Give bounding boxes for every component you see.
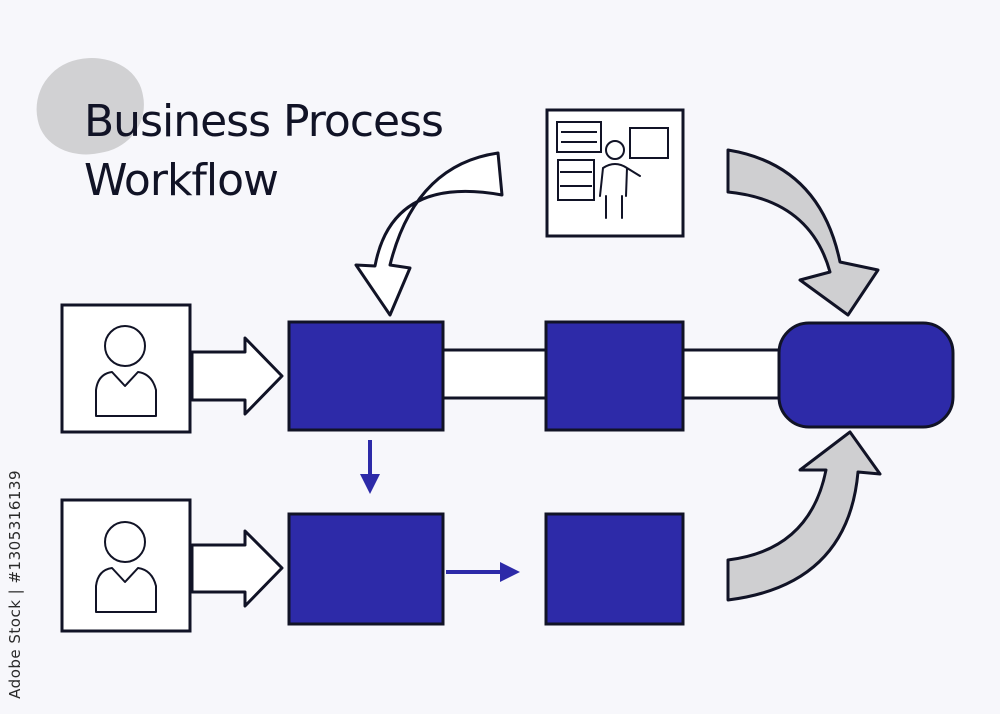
block-arrow-1	[190, 336, 284, 416]
connector-band-2	[681, 348, 785, 400]
process-box-top-1	[287, 320, 445, 432]
curved-arrow-left	[354, 151, 504, 317]
diagram-title-line-1: Business Process	[84, 96, 444, 147]
process-box-bottom-2	[544, 512, 685, 626]
person-box-1	[60, 303, 192, 434]
connector-band-1	[441, 348, 549, 400]
presenter-icon	[545, 108, 685, 238]
curved-arrow-lower-right	[726, 430, 882, 602]
curved-arrow-right	[726, 148, 880, 317]
process-box-bottom-1	[287, 512, 445, 626]
person-icon	[95, 325, 157, 417]
diagram-title-line-2: Workflow	[84, 155, 279, 206]
process-box-top-2	[544, 320, 685, 432]
person-icon	[95, 521, 157, 613]
person-box-2	[60, 498, 192, 633]
end-terminal	[777, 321, 955, 429]
block-arrow-2	[190, 529, 284, 608]
